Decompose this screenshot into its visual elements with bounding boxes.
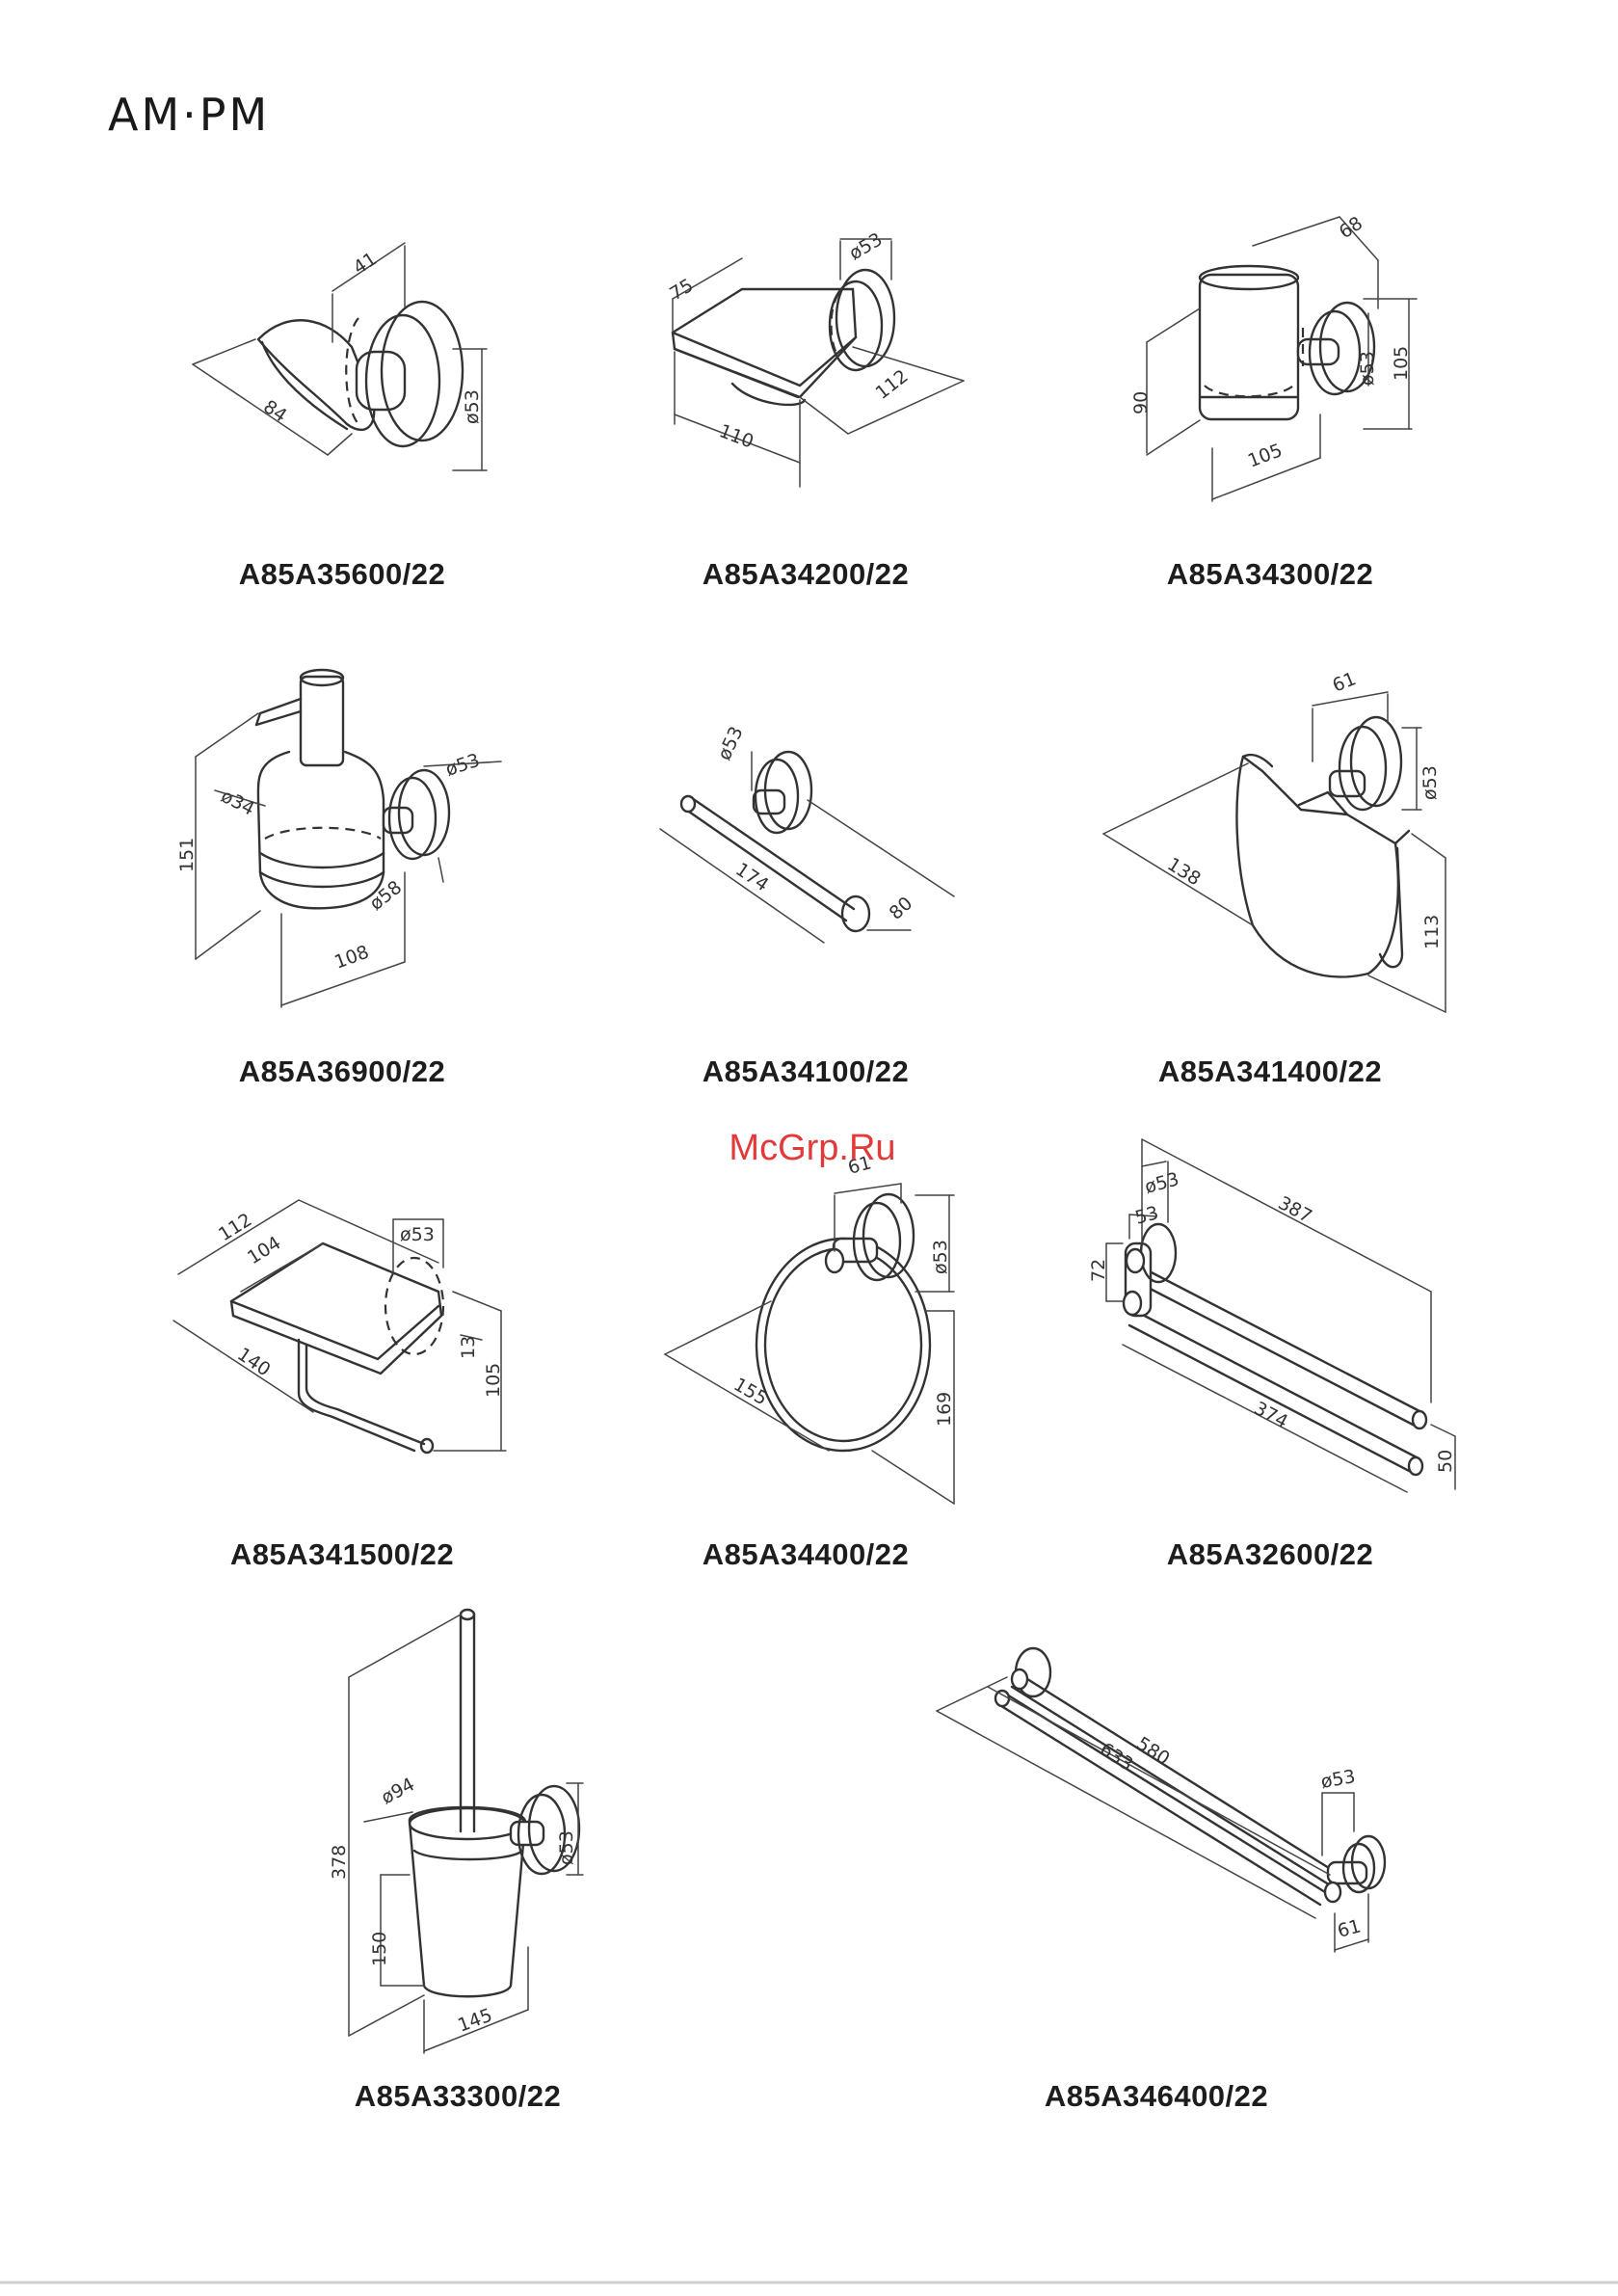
dimension-label: 72 — [1088, 1259, 1109, 1282]
dimension-label: 104 — [244, 1232, 284, 1268]
product-code: A85A35600/22 — [239, 557, 446, 591]
dimension-label: 145 — [455, 2005, 495, 2037]
dimension-label: 84 — [259, 396, 290, 427]
product-code: A85A34400/22 — [703, 1537, 910, 1571]
dimension-label: 90 — [1130, 391, 1152, 414]
product-drawing — [936, 1646, 1387, 1953]
dimension-label: ø94 — [378, 1774, 418, 1808]
product-paper-holder-shelf: 112 104 ø53 13 140 105 A85A341500/22 — [172, 1199, 507, 1571]
dimension-label: ø34 — [218, 786, 258, 820]
dimension-label: ø53 — [443, 750, 483, 781]
dimension-label: 105 — [483, 1363, 504, 1398]
product-double-towel-bar: 580 633 ø53 61 A85A346400/22 — [936, 1646, 1387, 2113]
product-double-towel-holder: ø53 53 72 387 374 50 A85A32600/22 — [1088, 1138, 1456, 1571]
dimension-label: ø53 — [714, 723, 748, 763]
product-drawing — [192, 242, 488, 471]
dimension-label: 113 — [1421, 915, 1443, 949]
product-code: A85A34100/22 — [703, 1055, 910, 1088]
product-paper-holder-open: ø53 174 80 A85A34100/22 — [659, 723, 955, 1088]
dimension-label: 61 — [1336, 1915, 1364, 1942]
dimension-label: 112 — [872, 365, 913, 404]
dimension-label: 378 — [329, 1845, 350, 1880]
dimension-label: 140 — [233, 1344, 274, 1381]
dimension-label: 75 — [666, 275, 697, 305]
product-tumbler-holder: 68 105 ø53 90 105 A85A34300/22 — [1130, 213, 1418, 591]
product-soap-dispenser: ø53 ø34 151 ø58 108 A85A36900/22 — [176, 668, 502, 1088]
dimension-label: ø53 — [1419, 765, 1441, 800]
product-code: A85A346400/22 — [1045, 2079, 1268, 2113]
dimension-label: 580 — [1132, 1733, 1173, 1770]
product-drawing — [1102, 691, 1446, 1013]
product-drawing — [172, 1199, 507, 1455]
dimension-label: 374 — [1251, 1398, 1291, 1432]
dimension-label: 41 — [350, 249, 381, 280]
dimension-label: 50 — [1435, 1450, 1456, 1473]
product-code: A85A32600/22 — [1167, 1537, 1374, 1571]
dimension-label: 151 — [176, 838, 198, 872]
dimension-label: ø53 — [1143, 1168, 1181, 1198]
dimension-label: ø53 — [930, 1240, 951, 1274]
dimension-label: 13 — [458, 1336, 479, 1359]
dimension-label: 105 — [1391, 346, 1412, 381]
dimension-label: ø53 — [400, 1224, 435, 1245]
dimension-label: 169 — [934, 1392, 955, 1427]
dimension-label: ø53 — [556, 1830, 577, 1865]
product-drawing — [659, 750, 955, 944]
dimension-label: 110 — [716, 420, 756, 453]
dimension-label: 108 — [332, 942, 372, 974]
dimension-label: 387 — [1275, 1192, 1315, 1227]
product-drawing — [1146, 216, 1418, 502]
brand-logo: AM·PM — [108, 89, 270, 141]
dimension-label: ø53 — [1357, 351, 1378, 386]
watermark-text: McGrp.Ru — [729, 1128, 895, 1168]
product-code: A85A34300/22 — [1167, 557, 1374, 591]
product-code: A85A33300/22 — [355, 2079, 562, 2113]
dimension-label: ø53 — [1319, 1766, 1357, 1793]
product-drawing — [1105, 1138, 1456, 1493]
product-drawing — [671, 238, 965, 488]
dimension-label: 138 — [1163, 854, 1204, 891]
dimension-label: ø53 — [846, 228, 887, 264]
product-toilet-brush: 378 ø94 ø53 150 145 A85A33300/22 — [329, 1608, 584, 2113]
dimension-label: 105 — [1245, 440, 1286, 472]
product-towel-ring: 61 ø53 155 169 A85A34400/22 — [664, 1152, 955, 1571]
product-code: A85A341500/22 — [230, 1537, 454, 1571]
product-paper-holder-cover: 61 ø53 138 113 A85A341400/22 — [1102, 668, 1446, 1088]
product-code: A85A34200/22 — [703, 557, 910, 591]
product-drawing — [664, 1183, 955, 1505]
product-soap-dish: 75 ø53 112 110 A85A34200/22 — [666, 228, 965, 591]
product-robe-hook: 41 84 ø53 A85A35600/22 — [192, 242, 488, 591]
dimension-label: 112 — [215, 1209, 255, 1245]
product-drawing — [348, 1608, 584, 2054]
dimension-label: ø58 — [366, 877, 407, 915]
dimension-label: 61 — [1330, 668, 1360, 696]
product-code: A85A341400/22 — [1158, 1055, 1382, 1088]
product-code: A85A36900/22 — [239, 1055, 446, 1088]
dimension-label: 80 — [886, 893, 917, 924]
dimension-label: 150 — [369, 1932, 390, 1966]
product-drawing — [195, 668, 502, 1008]
dimension-label: ø53 — [462, 389, 483, 424]
